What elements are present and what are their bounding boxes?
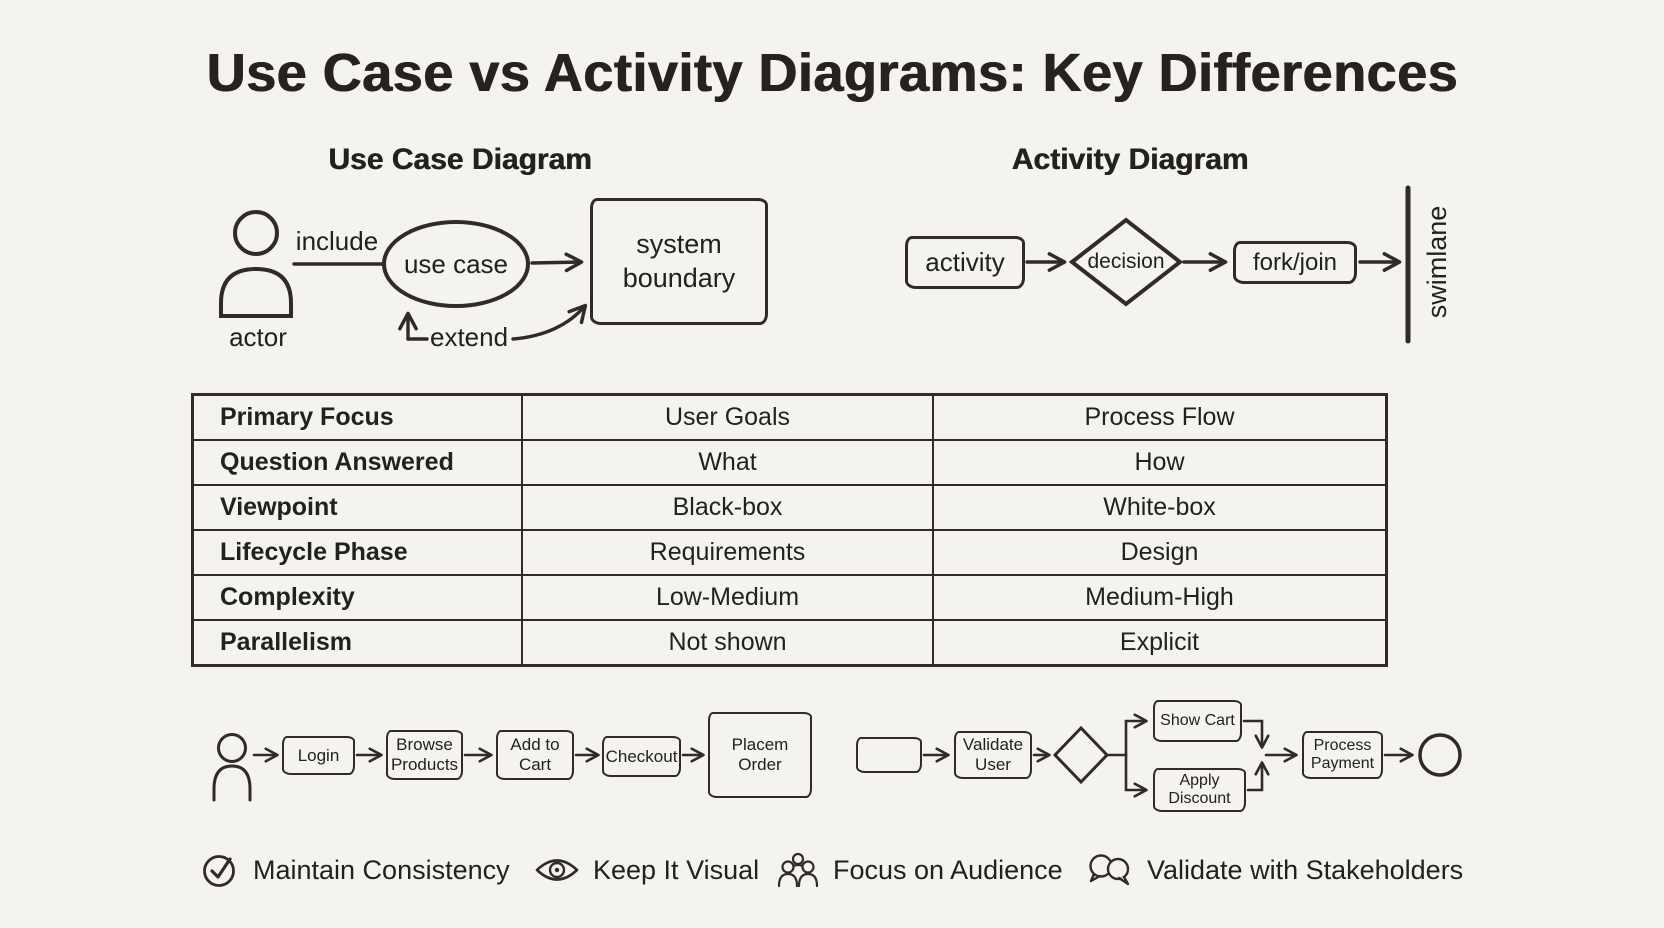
flow-step-process-payment: Process Payment — [1302, 731, 1383, 779]
tip-label: Keep It Visual — [593, 854, 760, 885]
table-row: Parallelism Not shown Explicit — [191, 619, 1388, 667]
flow-step-show-cart: Show Cart — [1153, 700, 1242, 742]
system-boundary-box: system boundary — [590, 198, 768, 325]
flow-step-place-order: Placem Order — [708, 712, 812, 798]
activity-value: Design — [932, 529, 1388, 576]
activity-panel-heading: Activity Diagram — [1011, 143, 1249, 176]
use-case-value: User Goals — [521, 393, 934, 441]
comparison-table: Primary Focus User Goals Process Flow Qu… — [191, 393, 1388, 667]
use-case-ellipse — [382, 220, 530, 308]
flow-step-apply-discount: Apply Discount — [1153, 768, 1246, 812]
eye-icon — [535, 859, 579, 881]
flow-step-add-to-cart: Add to Cart — [496, 730, 574, 780]
extend-label: extend — [430, 322, 509, 352]
flow-step-validate-user: Validate User — [954, 731, 1032, 779]
row-label: Parallelism — [191, 619, 523, 667]
row-label: Primary Focus — [191, 393, 523, 441]
decision-label: decision — [1087, 250, 1165, 273]
end-node-circle — [1418, 733, 1462, 777]
flow-merge-up — [1242, 719, 1270, 749]
row-label: Question Answered — [191, 439, 523, 486]
page-title: Use Case vs Activity Diagrams: Key Diffe… — [206, 43, 1458, 103]
actor-icon — [219, 210, 293, 318]
activity-value: Process Flow — [932, 393, 1388, 441]
fork-join-box: fork/join — [1233, 241, 1357, 284]
flow-branch-up — [1124, 713, 1148, 757]
table-row: Primary Focus User Goals Process Flow — [191, 393, 1388, 441]
use-case-value: Requirements — [521, 529, 934, 576]
tip-focus-on-audience: Focus on Audience — [776, 846, 1063, 894]
use-case-value: What — [521, 439, 934, 486]
use-case-value: Low-Medium — [521, 574, 934, 621]
activity-value: Medium-High — [932, 574, 1388, 621]
table-row: Complexity Low-Medium Medium-High — [191, 574, 1388, 621]
use-case-to-boundary-arrow — [530, 252, 584, 273]
use-case-panel-heading: Use Case Diagram — [328, 143, 592, 176]
speech-bubbles-icon — [1089, 854, 1130, 886]
row-label: Viewpoint — [191, 484, 523, 531]
flow-decision-diamond — [1052, 725, 1110, 785]
actor-label: actor — [229, 322, 287, 352]
use-case-value: Not shown — [521, 619, 934, 667]
check-icon — [203, 855, 235, 887]
row-label: Complexity — [191, 574, 523, 621]
flow-step-login: Login — [282, 736, 355, 775]
flow-step-checkout: Checkout — [602, 736, 681, 777]
activity-box: activity — [905, 236, 1025, 289]
table-row: Viewpoint Black-box White-box — [191, 484, 1388, 531]
tip-maintain-consistency: Maintain Consistency — [200, 846, 510, 894]
flow-merge-down — [1246, 761, 1270, 792]
include-label: include — [295, 226, 379, 256]
activity-value: How — [932, 439, 1388, 486]
flow-branch-down — [1124, 753, 1148, 798]
flow-step-browse-products: Browse Products — [386, 730, 463, 780]
activity-value: White-box — [932, 484, 1388, 531]
tip-label: Focus on Audience — [833, 854, 1063, 885]
tip-keep-it-visual: Keep It Visual — [534, 846, 759, 894]
extend-curved-arrow — [511, 303, 588, 341]
table-row: Question Answered What How — [191, 439, 1388, 486]
table-row: Lifecycle Phase Requirements Design — [191, 529, 1388, 576]
people-icon — [777, 852, 819, 888]
activity-value: Explicit — [932, 619, 1388, 667]
use-case-label: use case — [403, 249, 509, 279]
decision-diamond — [1068, 217, 1184, 307]
row-label: Lifecycle Phase — [191, 529, 523, 576]
tip-label: Validate with Stakeholders — [1147, 854, 1464, 885]
tip-label: Maintain Consistency — [253, 854, 510, 885]
use-case-value: Black-box — [521, 484, 934, 531]
flow-actor-icon — [212, 733, 252, 802]
tip-validate-with-stakeholders: Validate with Stakeholders — [1086, 846, 1463, 894]
flow-start-node — [856, 737, 922, 773]
swimlane-label: swimlane — [1421, 205, 1452, 319]
